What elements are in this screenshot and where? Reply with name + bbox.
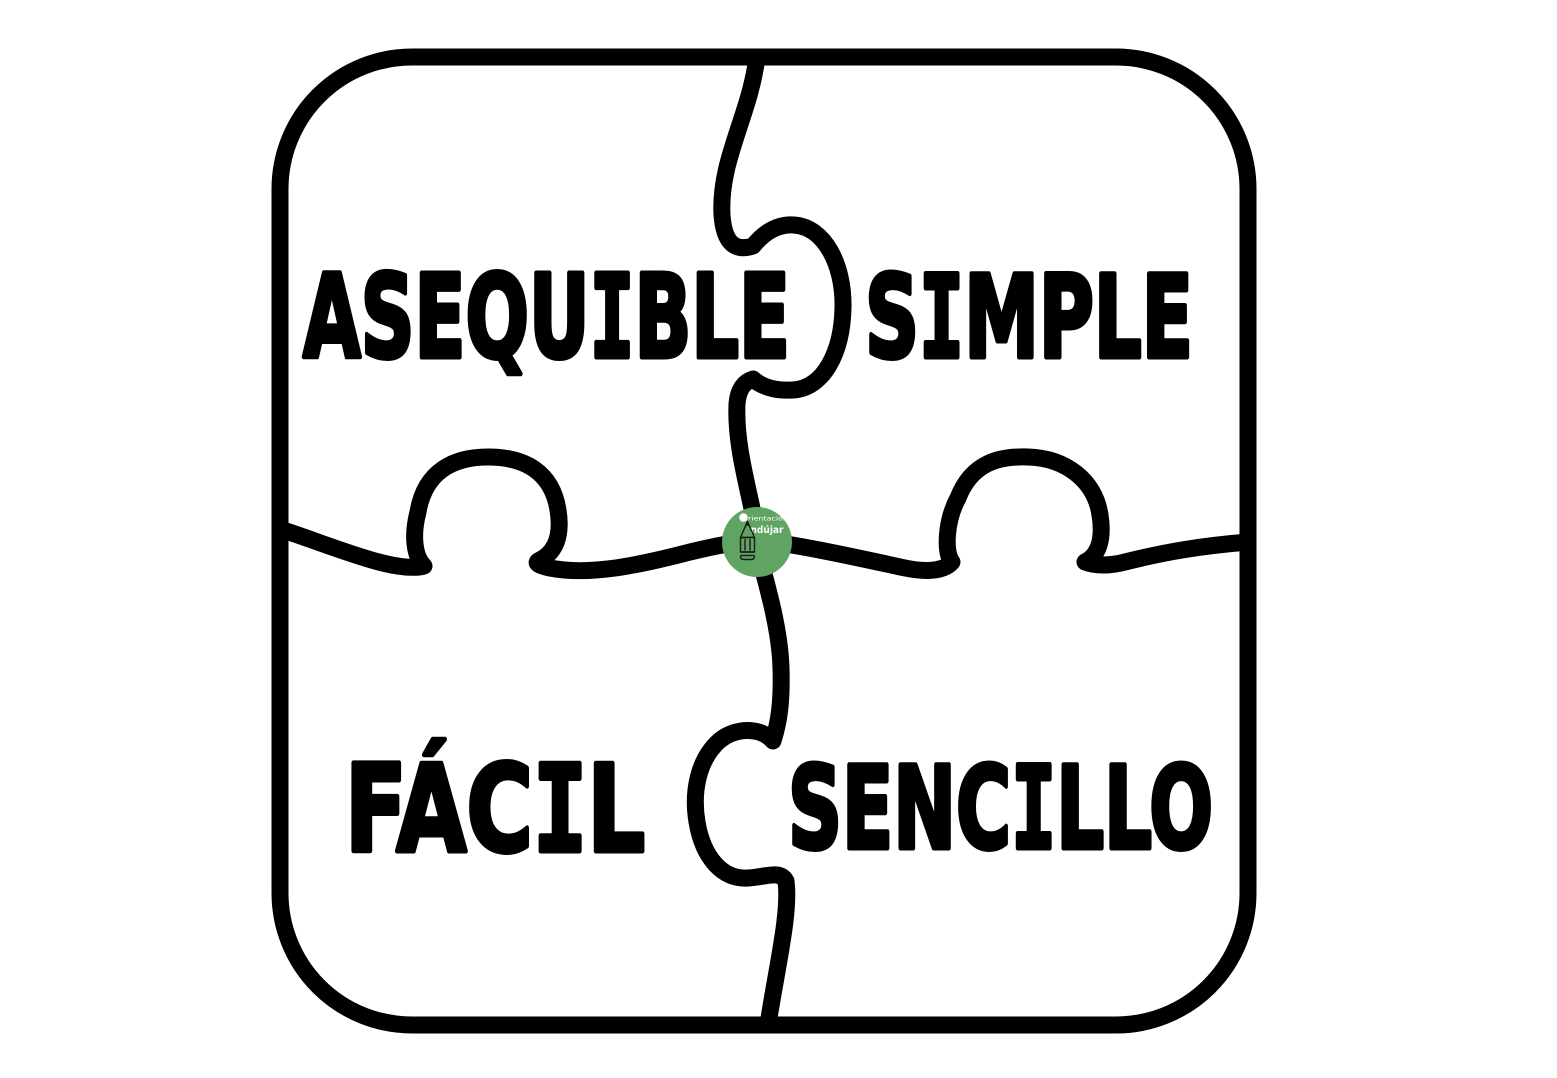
logo-line1: rientación [748,515,788,523]
divider-vertical-bottom [686,539,796,1027]
logo-o-dot [739,513,748,522]
piece-label-asequible: ASEQUIBLE [303,251,790,385]
logo-badge: rientación ndújar [722,507,792,577]
pencil-icon [739,520,756,561]
piece-label-sencillo: SENCILLO [788,742,1213,875]
piece-label-facil: FÁCIL [345,740,645,880]
logo-badge-circle [722,507,792,577]
divider-vertical-top [713,48,852,543]
logo-line2: ndújar [751,524,784,536]
piece-label-simple: SIMPLE [865,251,1193,384]
